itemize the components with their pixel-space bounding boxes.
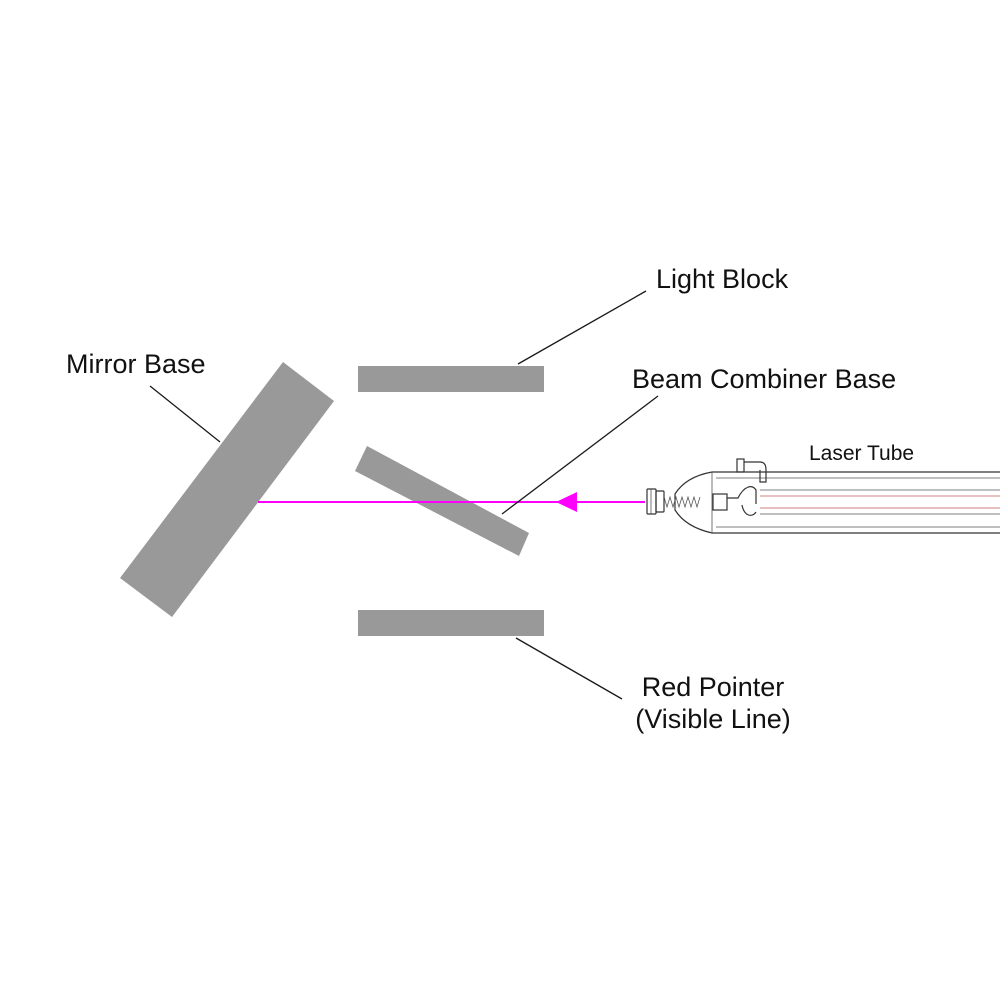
mirror-base-block	[120, 362, 334, 617]
beam-combiner-base-label: Beam Combiner Base	[632, 364, 896, 394]
red-pointer-sublabel: (Visible Line)	[635, 704, 791, 734]
light-block-leader	[517, 290, 647, 365]
beam-direction-arrow	[556, 492, 577, 512]
mirror-base-leader	[149, 385, 221, 443]
beam-combiner-leader	[501, 395, 659, 515]
laser-tube-drawing	[646, 458, 1000, 534]
red-pointer-bar	[358, 610, 544, 636]
red-pointer-label: Red Pointer	[642, 672, 785, 702]
laser-tube-label: Laser Tube	[809, 442, 914, 465]
light-block-bar	[358, 366, 544, 392]
light-block-label: Light Block	[656, 264, 789, 294]
red-pointer-leader	[515, 637, 623, 700]
mirror-base-label: Mirror Base	[66, 349, 206, 379]
